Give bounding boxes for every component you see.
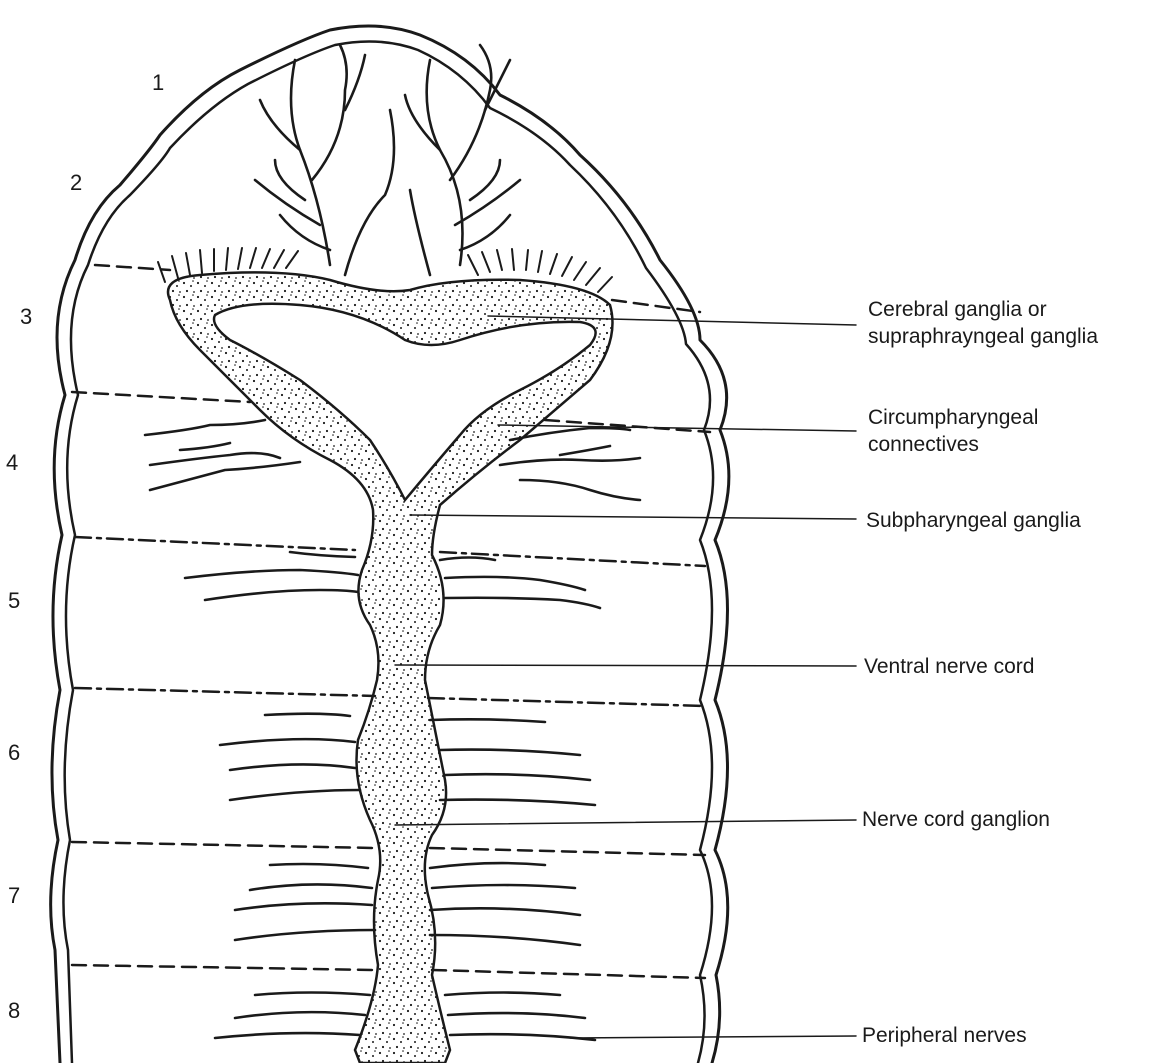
leader-ganglion	[395, 820, 856, 825]
label-circumpharyngeal: Circumpharyngeal connectives	[868, 404, 1038, 459]
prostomial-nerves	[255, 45, 520, 275]
segment-number-1: 1	[152, 72, 164, 94]
segment-number-3: 3	[20, 306, 32, 328]
leader-ventral	[395, 665, 856, 666]
segment-boundary-6-7	[72, 842, 375, 848]
segment-number-6: 6	[8, 742, 20, 764]
segment-boundary-7-8	[72, 965, 375, 970]
segment-number-7: 7	[8, 885, 20, 907]
label-cerebral-ganglia: Cerebral ganglia or supraphrayngeal gang…	[868, 296, 1098, 351]
segment-number-4: 4	[6, 452, 18, 474]
segment-boundary-5-6	[75, 688, 375, 696]
leader-subpharyngeal	[410, 515, 856, 519]
label-circum-line2: connectives	[868, 431, 1038, 458]
label-cerebral-line2: supraphrayngeal ganglia	[868, 323, 1098, 350]
label-peripheral-nerves: Peripheral nerves	[862, 1022, 1027, 1049]
segment-boundary-4-5	[75, 537, 355, 550]
segment-boundary-3-4	[72, 392, 250, 402]
label-circum-line1: Circumpharyngeal	[868, 404, 1038, 431]
segment-number-5: 5	[8, 590, 20, 612]
segment-boundary-5-6-right	[428, 698, 705, 706]
segment-boundary-7-8-right	[432, 970, 705, 978]
segment-number-2: 2	[70, 172, 82, 194]
label-nerve-cord-ganglion: Nerve cord ganglion	[862, 806, 1050, 833]
label-subpharyngeal-ganglia: Subpharyngeal ganglia	[866, 507, 1081, 534]
segment-number-8: 8	[8, 1000, 20, 1022]
segment-boundary-6-7-right	[430, 848, 705, 855]
leader-peripheral	[570, 1036, 856, 1038]
label-ventral-nerve-cord: Ventral nerve cord	[864, 653, 1034, 680]
label-cerebral-line1: Cerebral ganglia or	[868, 296, 1098, 323]
